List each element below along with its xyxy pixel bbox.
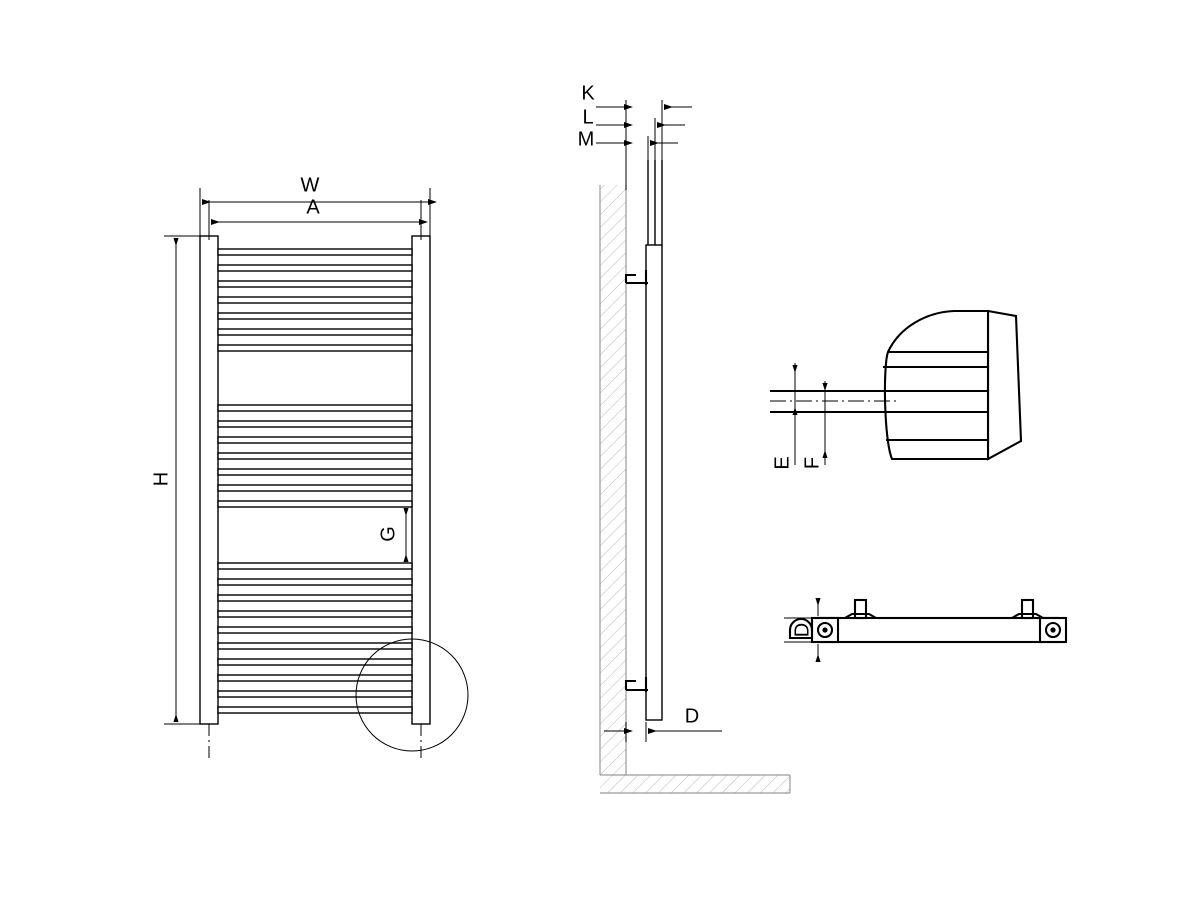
dimension-label-A: A — [306, 196, 320, 218]
bracket-plan-stud-left — [844, 598, 877, 620]
wall-bracket-lower — [624, 677, 648, 692]
side-upper-tube-lines — [647, 160, 663, 245]
bracket-plan-detail-view: D — [784, 598, 1068, 662]
tube-group-middle — [217, 404, 413, 508]
tube-rung — [217, 500, 413, 508]
tube-rung — [217, 658, 413, 666]
dimension-label-H: H — [150, 472, 172, 486]
dimension-F: F — [801, 381, 828, 469]
tube-rung — [217, 594, 413, 602]
tube-group-upper — [217, 248, 413, 352]
tube-rung — [217, 328, 413, 336]
front-elevation-view: W A H G — [150, 174, 469, 758]
dimension-label-K: K — [581, 82, 595, 104]
bracket-body — [883, 309, 990, 461]
tube-rung — [217, 468, 413, 476]
tube-rung — [217, 674, 413, 682]
dimension-D-side: D — [604, 705, 722, 742]
dimension-label-D-plan: D — [791, 623, 813, 637]
bracket-lower-arm — [624, 679, 636, 690]
tube-rung — [217, 642, 413, 650]
tube-rung — [217, 248, 413, 256]
bracket-plan-hole-left-center — [822, 627, 828, 633]
tube-group-lower — [217, 562, 413, 714]
side-rail-profile — [645, 244, 663, 721]
bracket-plan-hole-right-center — [1050, 627, 1056, 633]
tube-rung — [217, 420, 413, 428]
bracket-plan-stud-right — [1011, 598, 1044, 620]
dimension-K: K — [581, 82, 692, 190]
bracket-plan-bar — [816, 616, 1060, 644]
dimension-H: H — [150, 235, 206, 725]
detail-circle-callout — [355, 638, 469, 752]
floor-section — [600, 774, 791, 794]
tube-rung — [217, 296, 413, 304]
tube-rung — [217, 562, 413, 570]
dimension-M: M — [578, 128, 678, 165]
dimension-label-E: E — [771, 456, 793, 469]
dimension-label-G: G — [377, 526, 399, 542]
bracket-section-glyph — [788, 618, 814, 640]
bracket-side-detail-view: E F — [770, 309, 1023, 470]
side-section-view: K L M D — [578, 82, 791, 794]
tube-rung — [217, 312, 413, 320]
tube-rung — [217, 626, 413, 634]
dimension-W: W — [199, 174, 437, 240]
tube-rung — [217, 436, 413, 444]
tube-rung — [217, 280, 413, 288]
dimension-A: A — [208, 196, 428, 240]
dimension-label-D-side: D — [685, 705, 699, 727]
dimension-E: E — [771, 363, 798, 470]
bracket-wall-plate — [986, 309, 1023, 461]
stud-right-base — [1011, 612, 1044, 619]
dimension-label-F: F — [801, 457, 823, 469]
dimension-G: G — [377, 508, 409, 562]
dimension-L: L — [582, 106, 685, 165]
tube-rung — [217, 690, 413, 698]
dimension-label-M: M — [578, 128, 595, 150]
tube-rung — [217, 578, 413, 586]
stud-left-shaft — [853, 598, 868, 620]
stud-right-shaft — [1020, 598, 1035, 620]
stud-left-base — [844, 612, 877, 619]
dimension-D-plan: D — [784, 598, 826, 662]
tube-rung — [217, 484, 413, 492]
bracket-upper-arm — [624, 273, 636, 283]
wall-hatch-fill — [600, 185, 626, 775]
wall-section — [599, 185, 627, 775]
tube-rung — [217, 610, 413, 618]
left-vertical-post — [199, 235, 219, 725]
tube-rung — [217, 264, 413, 272]
right-vertical-post — [411, 235, 431, 725]
tube-rung — [217, 404, 413, 412]
tube-rung — [217, 706, 413, 714]
dimension-label-L: L — [582, 106, 593, 128]
tube-rung — [217, 344, 413, 352]
floor-hatch-fill — [600, 775, 790, 793]
wall-bracket-upper — [624, 270, 648, 285]
dimension-label-W: W — [301, 174, 320, 196]
tube-rung — [217, 452, 413, 460]
